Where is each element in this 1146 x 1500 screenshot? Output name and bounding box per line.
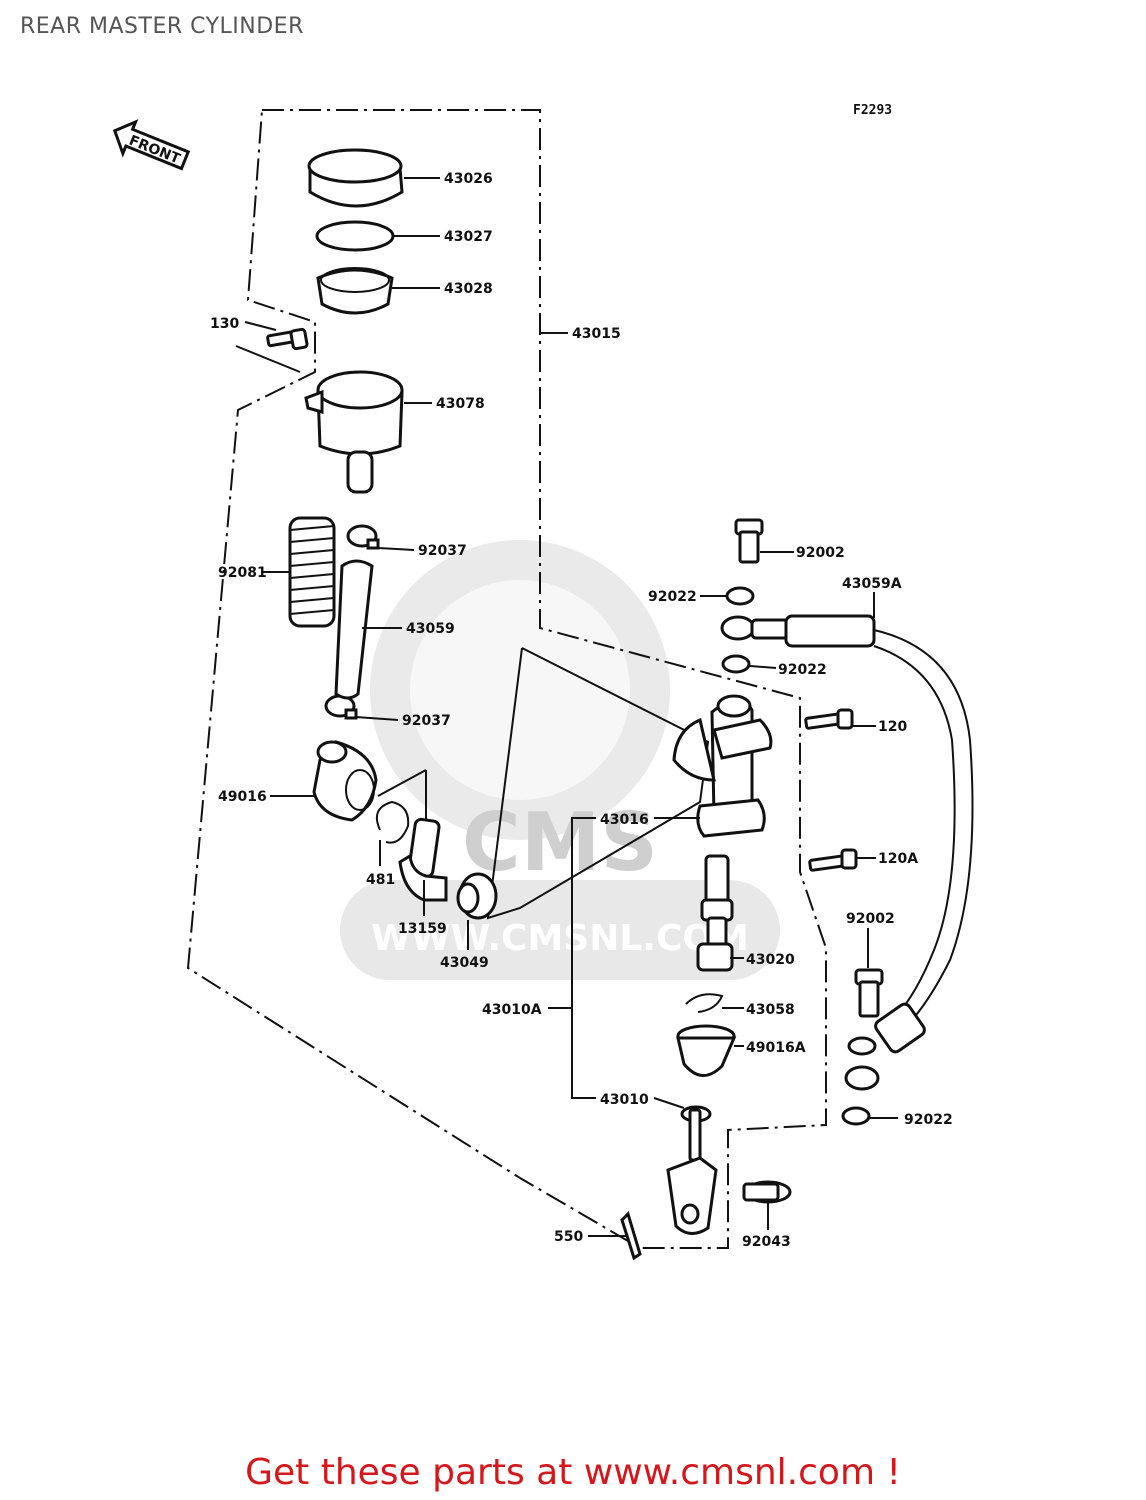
label-43028: 43028 — [444, 281, 493, 297]
dust-boot — [676, 1024, 737, 1077]
clevis-pin — [742, 1180, 792, 1204]
diaphragm-plate — [315, 220, 395, 252]
label-43026: 43026 — [444, 171, 493, 187]
label-43049: 43049 — [440, 955, 489, 971]
label-120: 120 — [878, 719, 907, 735]
mounting-bolt-120A-head — [840, 848, 858, 870]
front-arrow-icon: FRONT — [112, 119, 191, 171]
label-43027: 43027 — [444, 229, 493, 245]
footer-link[interactable]: Get these parts at www.cmsnl.com ! — [245, 1452, 901, 1493]
label-49016: 49016 — [218, 789, 267, 805]
label-13159: 13159 — [398, 921, 447, 937]
label-43010: 43010 — [600, 1092, 649, 1108]
brake-hose — [720, 614, 974, 1091]
spring-guard — [288, 516, 336, 628]
label-43058: 43058 — [746, 1002, 795, 1018]
label-92022b: 92022 — [778, 662, 827, 678]
part-labels: 43026 43027 43028 130 43015 43078 92081 … — [210, 171, 953, 1250]
label-92081: 92081 — [218, 565, 267, 581]
label-92022c: 92022 — [904, 1112, 953, 1128]
cotter-pin — [620, 1211, 642, 1261]
banjo-bolt-lower — [854, 968, 884, 1018]
parts-diagram: CMS WWW.CMSNL.COM F2293 FRONT — [112, 103, 974, 1261]
retaining-clip — [685, 993, 724, 1013]
label-43016: 43016 — [600, 812, 649, 828]
label-92002: 92002 — [796, 545, 845, 561]
label-92002b: 92002 — [846, 911, 895, 927]
label-43010A: 43010A — [482, 1002, 542, 1018]
push-rod — [666, 1105, 718, 1235]
watermark-url: WWW.CMSNL.COM — [371, 918, 749, 959]
hose-clamp-lower — [324, 694, 358, 720]
label-550: 550 — [554, 1229, 583, 1245]
label-481: 481 — [366, 872, 395, 888]
label-49016A: 49016A — [746, 1040, 806, 1056]
figure-code: F2293 — [853, 103, 892, 118]
label-43059A: 43059A — [842, 576, 902, 592]
grommet — [456, 872, 498, 920]
piston-assembly — [696, 854, 734, 972]
label-43078: 43078 — [436, 396, 485, 412]
watermark-logo: CMS WWW.CMSNL.COM — [340, 540, 780, 980]
label-43015: 43015 — [572, 326, 621, 342]
banjo-bolt-upper — [734, 518, 764, 564]
label-92043: 92043 — [742, 1234, 791, 1250]
watermark-brand: CMS — [462, 796, 658, 889]
assembly-boundary-43015 — [186, 109, 827, 1249]
rubber-boot — [312, 740, 378, 822]
washer-lower-2 — [841, 1106, 871, 1126]
circlip — [376, 800, 410, 844]
inlet-elbow — [398, 817, 448, 902]
mounting-bolt-120-head — [836, 708, 854, 730]
label-43059: 43059 — [406, 621, 455, 637]
leader-lines — [235, 177, 898, 1237]
bolt-130 — [266, 327, 309, 351]
diaphragm — [316, 267, 394, 315]
reservoir-hose — [334, 559, 374, 700]
assembly-outline-43016 — [486, 647, 710, 920]
hose-clamp-upper — [346, 524, 380, 550]
label-130: 130 — [210, 316, 239, 332]
label-120A: 120A — [878, 851, 918, 867]
label-92022: 92022 — [648, 589, 697, 605]
page-title: REAR MASTER CYLINDER — [20, 14, 304, 39]
label-92037: 92037 — [418, 543, 467, 559]
reservoir-cap — [307, 148, 404, 208]
master-cylinder-body — [672, 694, 773, 838]
label-92037b: 92037 — [402, 713, 451, 729]
label-43020: 43020 — [746, 952, 795, 968]
washer-upper-2 — [721, 654, 751, 674]
reservoir-tank — [304, 370, 404, 494]
washer-lower-1 — [847, 1036, 877, 1056]
washer-upper-1 — [725, 586, 755, 606]
